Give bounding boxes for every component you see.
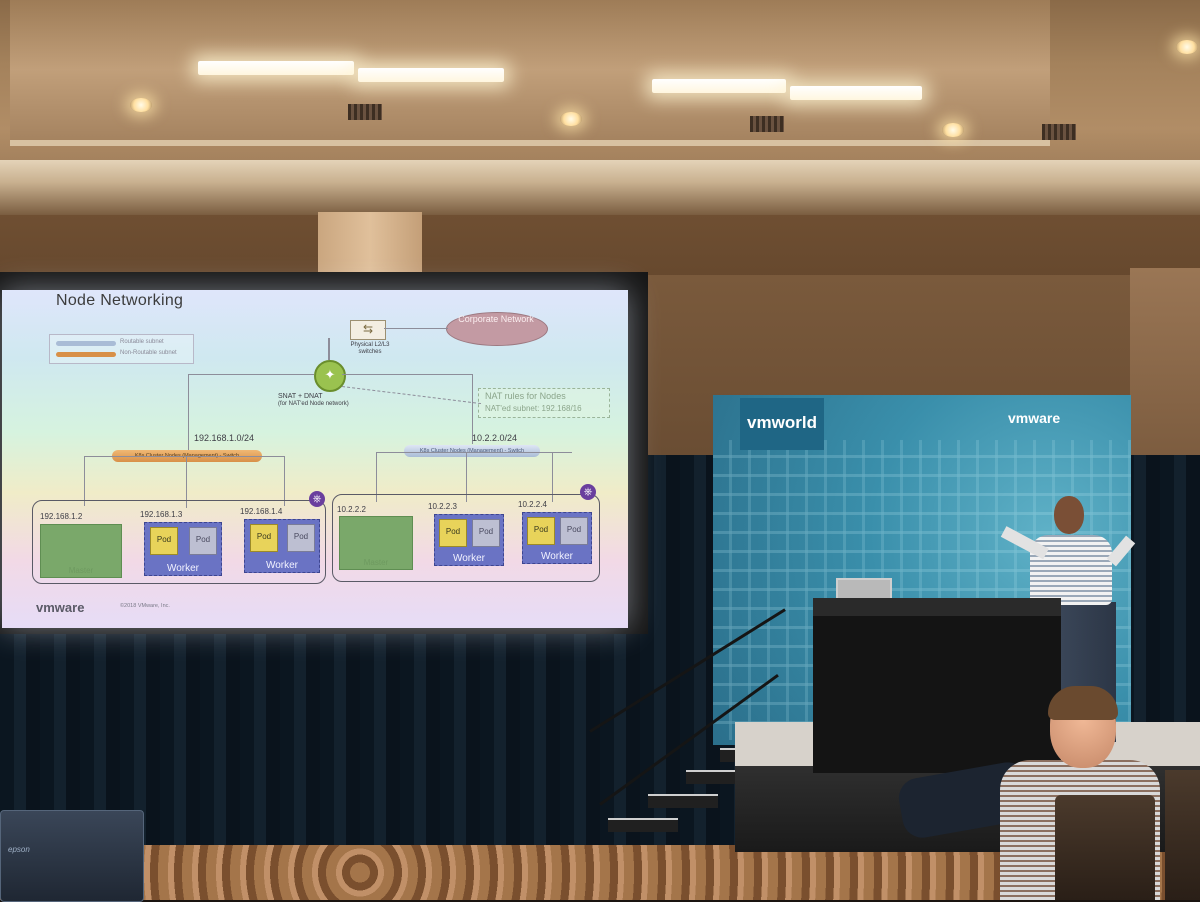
- kubernetes-icon: ⎈: [309, 491, 325, 507]
- podium: [813, 598, 1061, 773]
- link-line: [84, 456, 85, 506]
- snat-dnat-label: SNAT + DNAT: [278, 393, 323, 400]
- ceiling-light-strip: [790, 86, 922, 100]
- corporate-network-label: Corporate Network: [458, 314, 534, 324]
- worker-node: Pod Pod Worker: [522, 512, 592, 564]
- pod: Pod: [150, 527, 178, 555]
- ceiling-vent: [348, 104, 382, 120]
- ceiling-vent: [1042, 124, 1076, 140]
- kubernetes-icon: ⎈: [580, 484, 596, 500]
- ip-label: 192.168.1.2: [40, 512, 83, 521]
- router-icon: ✦: [314, 360, 346, 392]
- link-line: [188, 374, 314, 375]
- audience-member-hair: [1048, 686, 1118, 720]
- ceiling-light-strip: [652, 79, 786, 93]
- legend-nonroutable-swatch: [56, 352, 116, 357]
- slide-footer-logo: vmware: [36, 600, 85, 615]
- ceiling-light-strip: [358, 68, 504, 82]
- worker-node: Pod Pod Worker: [144, 522, 222, 576]
- snat-dnat-sublabel: (for NAT'ed Node network): [278, 401, 349, 407]
- ceiling-downlight: [560, 112, 582, 126]
- worker-label: Worker: [540, 551, 574, 562]
- subnet-right-label: 10.2.2.0/24: [472, 433, 518, 443]
- link-line: [376, 452, 572, 453]
- legend-nonroutable-label: Non-Routable subnet: [120, 350, 177, 356]
- ip-label: 10.2.2.4: [518, 500, 547, 509]
- wall-panel-corner: [1130, 268, 1200, 458]
- handrail: [589, 608, 786, 733]
- subnet-left-label: 192.168.1.0/24: [194, 433, 255, 443]
- link-line: [284, 456, 285, 506]
- pod: Pod: [560, 517, 588, 545]
- ip-label: 10.2.2.3: [428, 502, 457, 511]
- ip-label: 10.2.2.2: [337, 505, 366, 514]
- projector-brand: epson: [8, 845, 30, 854]
- worker-label: Worker: [265, 560, 299, 571]
- ceiling-downlight: [942, 123, 964, 137]
- step: [608, 818, 678, 832]
- ceiling-vent: [750, 116, 784, 132]
- vmworld-logo: vmworld: [740, 398, 824, 450]
- chair: [1165, 770, 1200, 900]
- nat-connector: [341, 386, 482, 406]
- crown-molding: [0, 160, 1200, 215]
- link-line: [84, 456, 284, 457]
- ceiling-downlight: [1176, 40, 1198, 54]
- link-line: [466, 452, 467, 502]
- link-line: [188, 374, 189, 450]
- nat-subnet-label: NAT'ed subnet: 192.168/16: [485, 404, 582, 413]
- legend-routable-label: Routable subnet: [120, 339, 164, 345]
- legend-routable-swatch: [56, 341, 116, 346]
- cluster-left: [32, 500, 326, 584]
- physical-switch-icon: ⇆: [350, 320, 386, 340]
- slide-title: Node Networking: [56, 292, 184, 309]
- master-node: Master: [40, 524, 122, 578]
- master-label: Master: [363, 558, 389, 567]
- switch-right: K8s Cluster Nodes (Management) - Switch: [404, 445, 540, 457]
- worker-label: Worker: [452, 553, 486, 564]
- worker-node: Pod Pod Worker: [244, 519, 320, 573]
- slide-legend: Routable subnet Non-Routable subnet: [49, 334, 194, 364]
- step: [648, 794, 718, 808]
- chair: [1055, 795, 1155, 900]
- nat-rules-label: NAT rules for Nodes: [485, 391, 566, 401]
- pod: Pod: [527, 517, 555, 545]
- link-line: [472, 374, 473, 444]
- pod: Pod: [439, 519, 467, 547]
- master-label: Master: [68, 566, 94, 575]
- link-line: [376, 452, 377, 502]
- ceiling-downlight: [130, 98, 152, 112]
- cluster-right: [332, 494, 600, 582]
- link-line: [186, 456, 187, 508]
- projector: [0, 810, 144, 902]
- link-line: [552, 452, 553, 502]
- pod: Pod: [472, 519, 500, 547]
- ip-label: 192.168.1.4: [240, 507, 283, 516]
- physical-switch-label: Physical L2/L3 switches: [350, 342, 390, 355]
- link-line: [342, 374, 472, 375]
- vmware-logo: vmware: [1008, 410, 1061, 426]
- ip-label: 192.168.1.3: [140, 510, 183, 519]
- presentation-slide: Node Networking Routable subnet Non-Rout…: [2, 290, 628, 628]
- pod: Pod: [287, 524, 315, 552]
- podium-top: [813, 598, 1061, 616]
- pod: Pod: [189, 527, 217, 555]
- cloud-icon: [446, 312, 548, 346]
- pillar: [318, 212, 422, 274]
- worker-node: Pod Pod Worker: [434, 514, 504, 566]
- link-line: [384, 328, 448, 329]
- master-node: Master: [339, 516, 413, 570]
- pod: Pod: [250, 524, 278, 552]
- ceiling-recess: [10, 0, 1050, 146]
- link-line: [328, 338, 330, 360]
- nat-rules-box: NAT rules for Nodes NAT'ed subnet: 192.1…: [478, 388, 610, 418]
- ceiling-light-strip: [198, 61, 354, 75]
- slide-copyright: ©2018 VMware, Inc.: [120, 603, 170, 609]
- speaker-head: [1054, 496, 1084, 534]
- worker-label: Worker: [166, 563, 200, 574]
